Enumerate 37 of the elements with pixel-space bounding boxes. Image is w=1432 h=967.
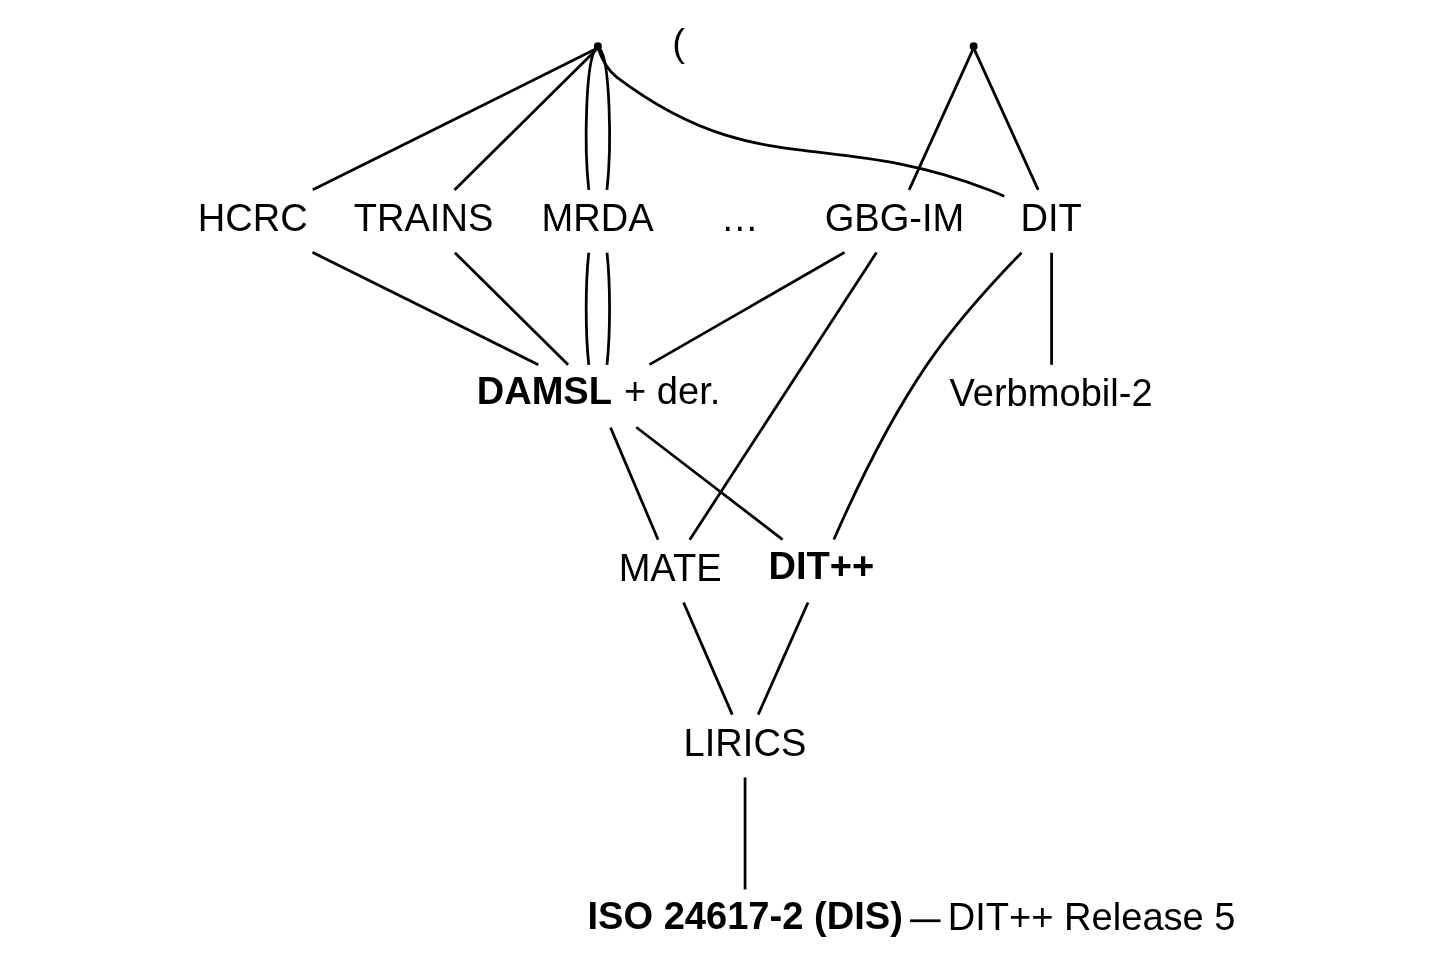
node-text: ISO 24617-2 (DIS) [586, 894, 903, 937]
node-text: LIRICS [683, 721, 806, 764]
node-text: MRDA [541, 196, 654, 239]
connector [681, 602, 734, 716]
connector [1049, 252, 1053, 365]
node-point [969, 42, 978, 51]
connector [598, 48, 611, 190]
connector [311, 47, 596, 192]
connector [688, 251, 878, 541]
connector [743, 777, 746, 890]
node-text: GBG-IM [824, 196, 964, 239]
connector [756, 601, 809, 716]
connector [605, 252, 611, 365]
node-text: DAMSL + der. [476, 370, 720, 413]
label: ( [671, 21, 685, 64]
connector [909, 919, 941, 923]
connector [453, 251, 569, 366]
node-text: DIT++ Release 5 [947, 896, 1236, 939]
node-text: TRAINS [353, 196, 493, 239]
connector [972, 49, 1039, 191]
connector [608, 427, 659, 541]
node-point [593, 42, 602, 51]
connector [596, 48, 1005, 198]
connector [584, 252, 590, 365]
connector [584, 48, 597, 190]
node-text: MATE [618, 546, 722, 589]
connector [634, 426, 783, 541]
label: … [720, 196, 759, 239]
connector [648, 251, 845, 366]
node-text: Verbmobil-2 [948, 371, 1153, 414]
connector [453, 48, 597, 191]
connector [832, 251, 1023, 541]
node-text: HCRC [197, 196, 308, 239]
node-text: DIT [1019, 196, 1082, 239]
node-text: DIT++ [767, 544, 874, 587]
connector [311, 251, 539, 366]
connector [907, 49, 974, 191]
